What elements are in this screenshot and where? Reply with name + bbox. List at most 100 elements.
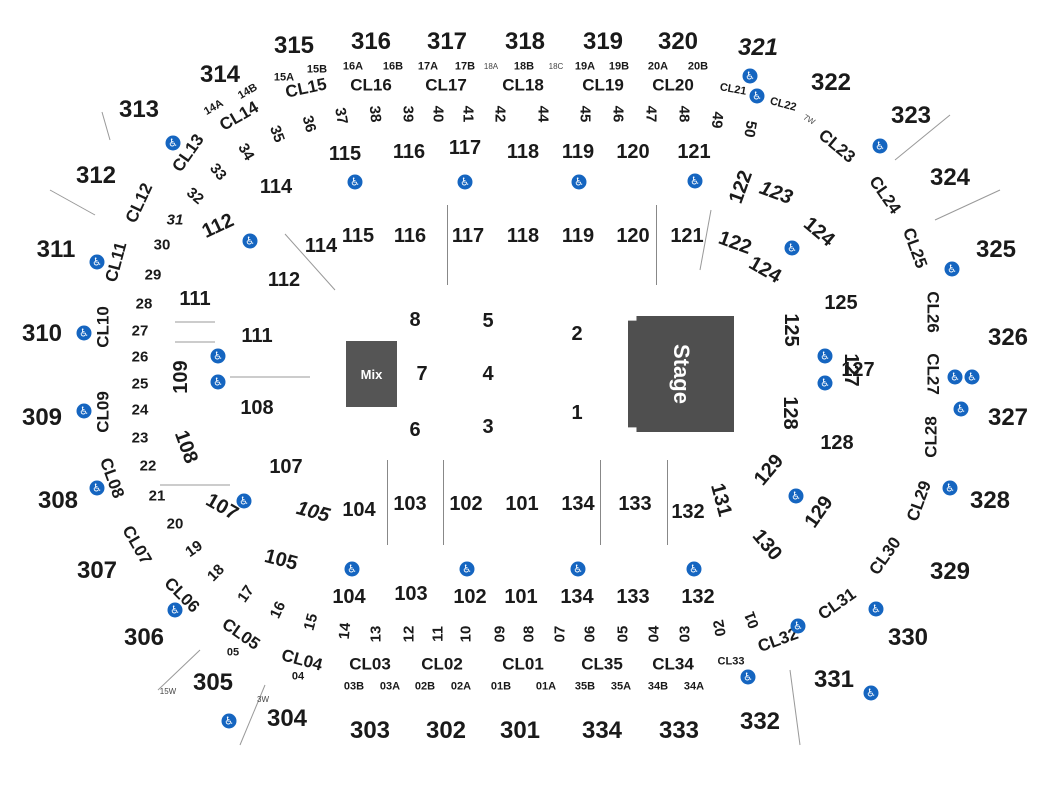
section-313[interactable]: 313 bbox=[118, 96, 160, 123]
floor-section-6[interactable]: 6 bbox=[409, 419, 421, 441]
section-119-upper[interactable]: 119 bbox=[561, 141, 595, 163]
section-332[interactable]: 332 bbox=[739, 708, 781, 735]
section-116-lower[interactable]: 116 bbox=[393, 225, 427, 247]
section-315[interactable]: 315 bbox=[273, 32, 315, 59]
box-03a[interactable]: 03A bbox=[379, 680, 401, 693]
section-101-lower[interactable]: 101 bbox=[505, 493, 539, 515]
floor-section-8[interactable]: 8 bbox=[409, 309, 421, 331]
section-310[interactable]: 310 bbox=[21, 320, 63, 347]
box-15b[interactable]: 15B bbox=[306, 63, 328, 76]
section-115-lower[interactable]: 115 bbox=[341, 225, 375, 247]
section-117-upper[interactable]: 117 bbox=[448, 137, 482, 159]
section-125-lower[interactable]: 125 bbox=[824, 292, 858, 314]
section-125-upper[interactable]: 125 bbox=[780, 313, 802, 347]
club-section-cl33[interactable]: CL33 bbox=[717, 655, 745, 668]
section-120-upper[interactable]: 120 bbox=[616, 141, 650, 163]
club-section-cl17[interactable]: CL17 bbox=[425, 75, 467, 95]
section-324[interactable]: 324 bbox=[929, 164, 971, 191]
box-19a[interactable]: 19A bbox=[574, 60, 596, 73]
box-20a[interactable]: 20A bbox=[647, 60, 669, 73]
section-301[interactable]: 301 bbox=[499, 717, 541, 744]
club-section-cl35[interactable]: CL35 bbox=[581, 654, 623, 674]
club-section-cl20[interactable]: CL20 bbox=[652, 75, 694, 95]
section-302[interactable]: 302 bbox=[425, 717, 467, 744]
section-333[interactable]: 333 bbox=[658, 717, 700, 744]
box-34b[interactable]: 34B bbox=[647, 680, 669, 693]
section-319[interactable]: 319 bbox=[582, 28, 624, 55]
box-01a[interactable]: 01A bbox=[535, 680, 557, 693]
section-104-upper[interactable]: 104 bbox=[332, 586, 366, 608]
club-section-cl09[interactable]: CL09 bbox=[93, 391, 113, 433]
floor-section-7[interactable]: 7 bbox=[416, 363, 428, 385]
section-102-lower[interactable]: 102 bbox=[449, 493, 483, 515]
floor-section-4[interactable]: 4 bbox=[482, 363, 494, 385]
box-02b[interactable]: 02B bbox=[414, 680, 436, 693]
section-107-lower[interactable]: 107 bbox=[269, 456, 303, 478]
section-102-upper[interactable]: 102 bbox=[453, 586, 487, 608]
section-111-upper[interactable]: 111 bbox=[179, 288, 211, 310]
section-325[interactable]: 325 bbox=[975, 236, 1017, 263]
section-114-lower[interactable]: 114 bbox=[304, 235, 338, 257]
box-16b[interactable]: 16B bbox=[382, 60, 404, 73]
section-317[interactable]: 317 bbox=[426, 28, 468, 55]
section-128-lower[interactable]: 128 bbox=[820, 432, 854, 454]
box-35b[interactable]: 35B bbox=[574, 680, 596, 693]
section-328[interactable]: 328 bbox=[969, 487, 1011, 514]
section-109-upper[interactable]: 109 bbox=[170, 360, 192, 394]
floor-section-3[interactable]: 3 bbox=[482, 416, 494, 438]
section-322[interactable]: 322 bbox=[810, 69, 852, 96]
box-02a[interactable]: 02A bbox=[450, 680, 472, 693]
section-103-lower[interactable]: 103 bbox=[393, 493, 427, 515]
box-04[interactable]: 04 bbox=[291, 670, 305, 683]
box-19b[interactable]: 19B bbox=[608, 60, 630, 73]
section-117-lower[interactable]: 117 bbox=[451, 225, 485, 247]
club-section-cl16[interactable]: CL16 bbox=[350, 75, 392, 95]
club-section-cl26[interactable]: CL26 bbox=[923, 291, 943, 333]
club-section-cl19[interactable]: CL19 bbox=[582, 75, 624, 95]
box-15a[interactable]: 15A bbox=[273, 71, 295, 84]
box-16a[interactable]: 16A bbox=[342, 60, 364, 73]
section-120-lower[interactable]: 120 bbox=[616, 225, 650, 247]
section-326[interactable]: 326 bbox=[987, 324, 1029, 351]
club-section-cl01[interactable]: CL01 bbox=[502, 654, 544, 674]
section-121-upper[interactable]: 121 bbox=[677, 141, 711, 163]
section-307[interactable]: 307 bbox=[76, 557, 118, 584]
section-312[interactable]: 312 bbox=[75, 162, 117, 189]
club-section-cl03[interactable]: CL03 bbox=[349, 654, 391, 674]
club-section-cl28[interactable]: CL28 bbox=[921, 416, 941, 458]
section-121-lower[interactable]: 121 bbox=[670, 225, 704, 247]
box-18a[interactable]: 18A bbox=[483, 62, 499, 71]
section-314[interactable]: 314 bbox=[199, 61, 241, 88]
section-331[interactable]: 331 bbox=[813, 666, 855, 693]
section-320[interactable]: 320 bbox=[657, 28, 699, 55]
section-329[interactable]: 329 bbox=[929, 558, 971, 585]
section-134-lower[interactable]: 134 bbox=[561, 493, 595, 515]
section-133-upper[interactable]: 133 bbox=[616, 586, 650, 608]
section-115-upper[interactable]: 115 bbox=[328, 143, 362, 165]
section-334[interactable]: 334 bbox=[581, 717, 623, 744]
club-section-cl18[interactable]: CL18 bbox=[502, 75, 544, 95]
box-03b[interactable]: 03B bbox=[343, 680, 365, 693]
section-103-upper[interactable]: 103 bbox=[394, 583, 428, 605]
section-309[interactable]: 309 bbox=[21, 404, 63, 431]
section-308[interactable]: 308 bbox=[37, 487, 79, 514]
box-18c[interactable]: 18C bbox=[548, 62, 564, 71]
floor-section-2[interactable]: 2 bbox=[571, 323, 583, 345]
box-17a[interactable]: 17A bbox=[417, 60, 439, 73]
club-section-cl02[interactable]: CL02 bbox=[421, 654, 463, 674]
box-17b[interactable]: 17B bbox=[454, 60, 476, 73]
section-330[interactable]: 330 bbox=[887, 624, 929, 651]
section-128-upper[interactable]: 128 bbox=[779, 396, 801, 430]
section-311[interactable]: 311 bbox=[36, 236, 76, 263]
box-20b[interactable]: 20B bbox=[687, 60, 709, 73]
section-303[interactable]: 303 bbox=[349, 717, 391, 744]
floor-section-1[interactable]: 1 bbox=[571, 402, 583, 424]
section-104-lower[interactable]: 104 bbox=[342, 499, 376, 521]
section-111-lower[interactable]: 111 bbox=[241, 325, 273, 347]
club-section-cl27[interactable]: CL27 bbox=[923, 353, 943, 395]
section-318[interactable]: 318 bbox=[504, 28, 546, 55]
section-132-upper[interactable]: 132 bbox=[681, 586, 715, 608]
section-133-lower[interactable]: 133 bbox=[618, 493, 652, 515]
box-01b[interactable]: 01B bbox=[490, 680, 512, 693]
section-127-lower[interactable]: 127 bbox=[841, 359, 875, 381]
